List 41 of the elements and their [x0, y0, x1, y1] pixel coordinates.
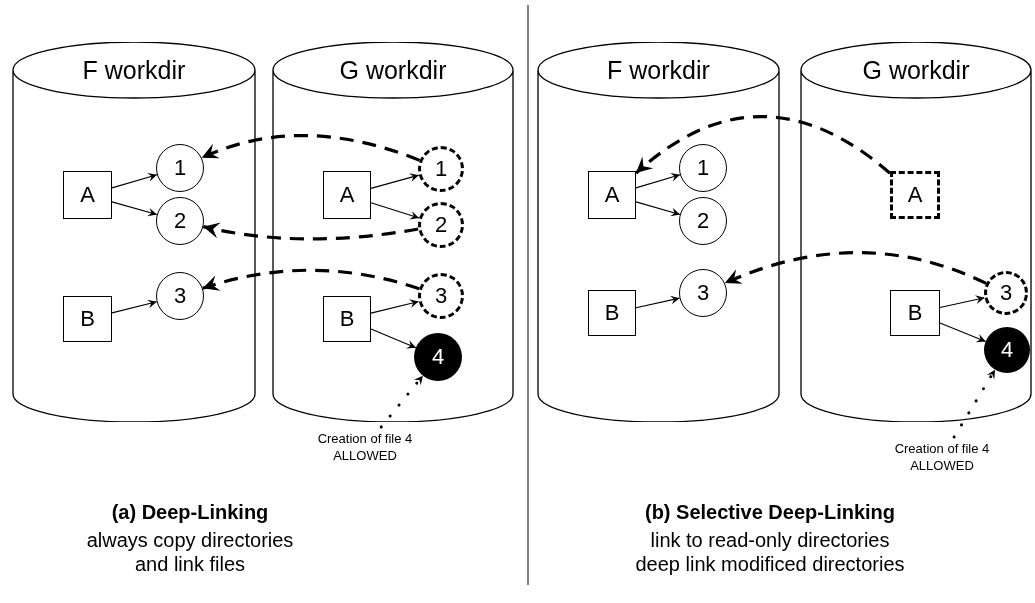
arrow	[370, 202, 420, 220]
arrow	[111, 201, 158, 217]
annotation-text: Creation of file 4 ALLOWED	[300, 427, 430, 467]
arrow	[370, 173, 420, 189]
directory-name: G workdir	[862, 56, 970, 85]
panel-title: (a) Deep-Linking	[110, 500, 270, 524]
directory-cylinder	[272, 42, 514, 422]
leader-line	[952, 368, 997, 439]
directory-cylinder	[800, 42, 1032, 422]
arrow	[111, 172, 158, 189]
arrow	[370, 328, 417, 349]
link-arrow	[203, 222, 419, 241]
arrow	[939, 295, 986, 309]
arrow	[635, 173, 681, 189]
directory-cylinder	[537, 42, 780, 422]
file-box: A	[588, 171, 636, 219]
linked-directory-box: A	[890, 171, 940, 219]
file-box: B	[890, 290, 940, 336]
link-arrow	[634, 115, 891, 175]
arrow	[370, 299, 420, 314]
link-arrow	[202, 268, 420, 292]
file-box: B	[63, 296, 112, 342]
arrow	[939, 322, 987, 343]
link-arrow	[201, 134, 421, 162]
link-arrow	[724, 251, 987, 285]
directory-name: F workdir	[607, 56, 710, 85]
directory-name: G workdir	[339, 56, 447, 85]
file-box: A	[323, 171, 371, 219]
directory-name: F workdir	[82, 56, 186, 85]
directory-cylinder	[12, 42, 256, 422]
annotation-text: Creation of file 4 ALLOWED	[878, 437, 1006, 477]
file-box: A	[63, 171, 112, 219]
panel-caption: link to read-only directories deep link modificed directories	[634, 528, 906, 576]
panel-caption: always copy directories and link files	[85, 528, 295, 576]
file-box: B	[323, 296, 371, 342]
panel-title: (b) Selective Deep-Linking	[643, 500, 897, 524]
arrow	[111, 299, 158, 314]
leader-line	[379, 374, 425, 429]
file-box: B	[588, 290, 636, 336]
arrow	[635, 201, 681, 217]
arrow	[635, 295, 681, 309]
